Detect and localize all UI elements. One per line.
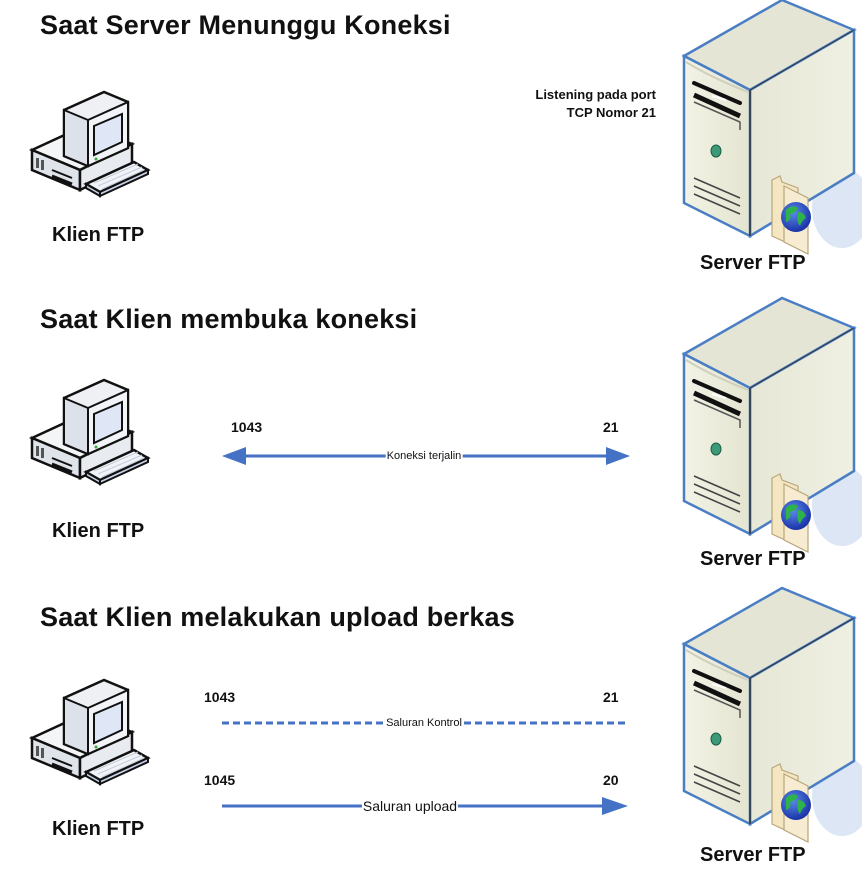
client-computer-icon [22, 78, 152, 198]
client-computer-icon [22, 666, 152, 786]
arrowhead-right-icon [602, 797, 628, 815]
section-title: Saat Klien membuka koneksi [40, 304, 418, 334]
section-title: Saat Server Menunggu Koneksi [40, 10, 451, 40]
server-label: Server FTP [700, 844, 806, 866]
listening-note-line1: Listening pada port [535, 87, 656, 102]
client-port: 1043 [231, 419, 263, 435]
upload-client-port: 1045 [204, 772, 236, 788]
client-computer-icon [22, 366, 152, 486]
arrowhead-right-icon [606, 447, 630, 465]
control-server-port: 21 [603, 689, 619, 705]
client-label: Klien FTP [52, 818, 145, 840]
connection-label: Koneksi terjalin [385, 450, 463, 462]
server-label: Server FTP [700, 252, 806, 274]
upload-channel-label: Saluran upload [361, 798, 459, 814]
listening-note: Listening pada port TCP Nomor 21 [480, 86, 656, 122]
listening-note-line2: TCP Nomor 21 [566, 105, 656, 120]
server-label: Server FTP [700, 548, 806, 570]
client-label: Klien FTP [52, 224, 145, 246]
control-channel-label: Saluran Kontrol [385, 717, 463, 729]
control-client-port: 1043 [204, 689, 236, 705]
client-label: Klien FTP [52, 520, 145, 542]
ftp-server-icon [672, 0, 862, 258]
upload-server-port: 20 [603, 772, 619, 788]
ftp-server-icon [672, 296, 862, 556]
server-port: 21 [603, 419, 619, 435]
arrowhead-left-icon [222, 447, 246, 465]
section-title: Saat Klien melakukan upload berkas [40, 602, 515, 632]
ftp-server-icon [672, 586, 862, 846]
